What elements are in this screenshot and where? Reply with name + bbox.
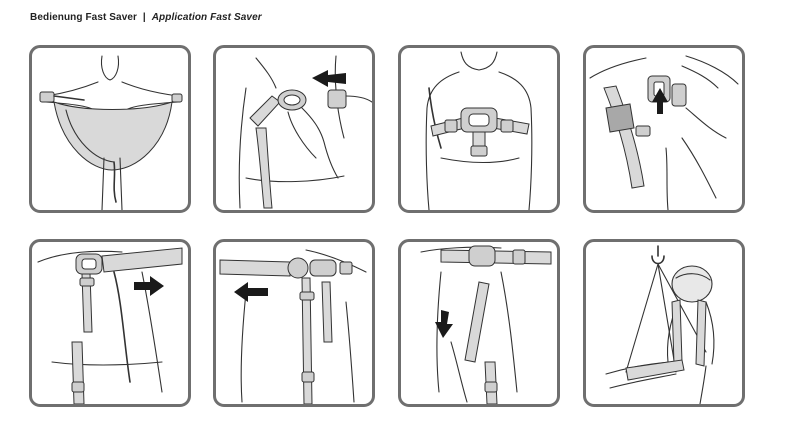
arms-spread-with-saver-bag-icon xyxy=(39,55,183,210)
step-panel-6 xyxy=(213,239,375,407)
step-panel-7 xyxy=(398,239,560,407)
attach-buckle-arrow-left-icon xyxy=(238,55,372,209)
step-panel-1 xyxy=(29,45,191,213)
step-panel-8 xyxy=(583,239,745,407)
seated-in-harness-icon xyxy=(605,245,715,404)
clip-up-arrow-icon xyxy=(589,55,739,210)
page-title: Bedienung Fast Saver | Application Fast … xyxy=(30,12,262,23)
title-separator: | xyxy=(142,12,146,23)
step-panel-3 xyxy=(398,45,560,213)
step-panel-2 xyxy=(213,45,375,213)
strap-down-arrow-icon xyxy=(420,245,552,404)
title-german: Bedienung Fast Saver xyxy=(30,12,138,23)
step-panel-4 xyxy=(583,45,745,213)
pull-strap-arrow-left-icon xyxy=(219,249,367,404)
chest-buckle-closed-icon xyxy=(425,51,533,210)
pull-strap-arrow-right-icon xyxy=(37,247,183,404)
step-panel-5 xyxy=(29,239,191,407)
title-english: Application Fast Saver xyxy=(151,12,262,23)
